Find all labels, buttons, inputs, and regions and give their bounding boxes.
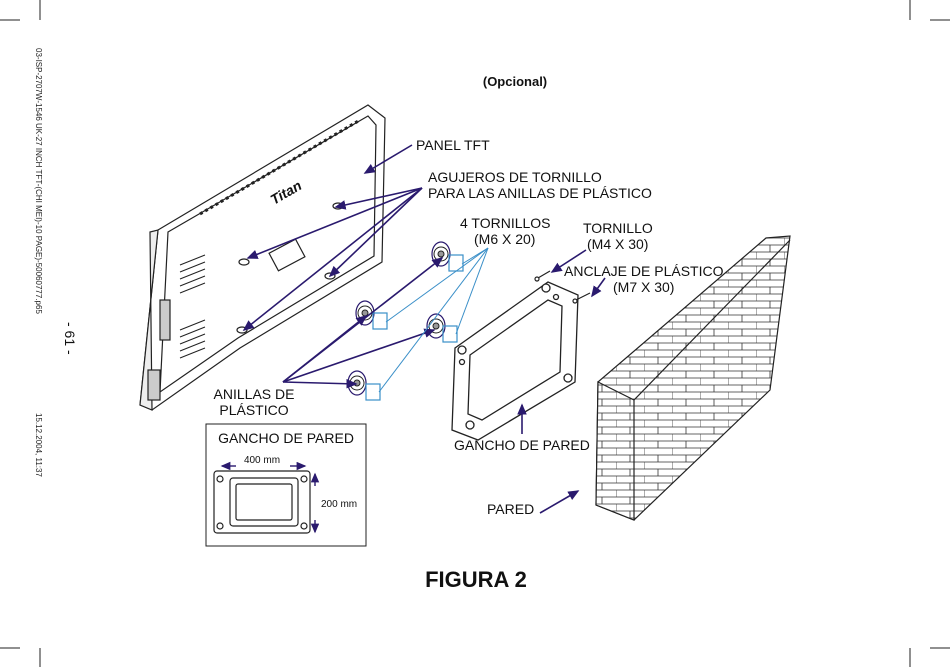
timestamp: 15.12.2004, 11:37	[34, 413, 43, 477]
label-holes-line2: PARA LAS ANILLAS DE PLÁSTICO	[428, 185, 652, 201]
inset-width: 400 mm	[244, 455, 280, 466]
label-screw-line2: (M4 X 30)	[587, 236, 648, 252]
brick-wall	[595, 235, 791, 521]
optional-label: (Opcional)	[483, 74, 547, 89]
label-anchor-line1: ANCLAJE DE PLÁSTICO	[564, 263, 724, 279]
label-holes-line1: AGUJEROS DE TORNILLO	[428, 169, 602, 185]
label-anchor-line2: (M7 X 30)	[613, 279, 674, 295]
inset-height: 200 mm	[321, 499, 357, 510]
label-rings-line2: PLÁSTICO	[219, 402, 288, 418]
figure-title: FIGURA 2	[425, 567, 527, 592]
leader-arrows	[242, 144, 606, 514]
page-number: - 61 -	[62, 322, 78, 355]
tft-panel	[139, 104, 386, 411]
label-screws4-line1: 4 TORNILLOS	[460, 215, 551, 231]
label-screw-line1: TORNILLO	[583, 220, 653, 236]
doc-reference: 03-ISP-2707W-1546 UK-27 INCH TFT-(CHI ME…	[34, 48, 43, 314]
m6-screw-boxes	[365, 254, 464, 401]
wall-hook-plate	[451, 281, 579, 441]
label-hook: GANCHO DE PARED	[454, 437, 590, 453]
label-screws4-line2: (M6 X 20)	[474, 231, 535, 247]
label-rings-line1: ANILLAS DE	[214, 386, 295, 402]
inset-title: GANCHO DE PARED	[218, 430, 354, 446]
inset-box: GANCHO DE PARED 400 mm 200 mm	[205, 423, 367, 547]
label-panel-tft: PANEL TFT	[416, 137, 490, 153]
blue-leader-lines	[378, 247, 489, 393]
label-wall: PARED	[487, 501, 534, 517]
m4-screws	[534, 270, 591, 304]
inset-plate	[213, 470, 311, 534]
